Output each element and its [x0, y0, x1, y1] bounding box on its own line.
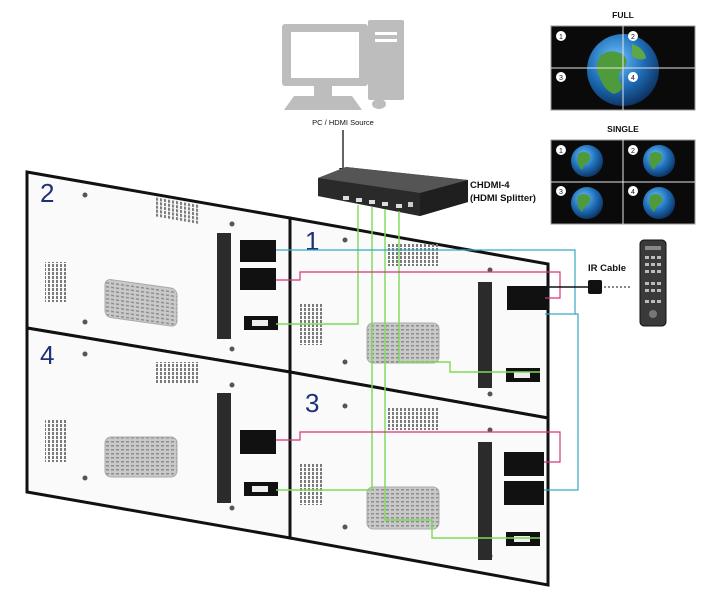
display-panel-3	[288, 370, 550, 587]
single-globe-2	[643, 145, 675, 177]
svg-text:2: 2	[631, 34, 635, 41]
ir-cable-label: IR Cable	[588, 263, 626, 274]
mode-full-label: FULL	[612, 10, 634, 20]
full-marker-3: 3	[556, 72, 566, 82]
ir-cable	[510, 280, 632, 294]
display-panel-2	[25, 170, 292, 374]
svg-text:4: 4	[631, 75, 635, 82]
hdmi-cables	[276, 205, 540, 539]
pc-source-icon	[282, 20, 404, 110]
single-globe-4	[643, 187, 675, 219]
single-marker-2: 2	[628, 145, 638, 155]
panel-4-number: 4	[40, 340, 54, 370]
mode-single-label: SINGLE	[607, 124, 639, 134]
splitter-model-label: CHDMI-4	[470, 180, 510, 191]
svg-text:3: 3	[559, 75, 563, 82]
svg-text:1: 1	[559, 148, 563, 155]
single-marker-4: 4	[628, 186, 638, 196]
full-marker-2: 2	[628, 31, 638, 41]
single-marker-3: 3	[556, 186, 566, 196]
mode-full-thumbnail: 1 2 3 4	[550, 25, 696, 111]
hdmi-splitter-device	[318, 167, 468, 216]
full-marker-1: 1	[556, 31, 566, 41]
panel-3-number: 3	[305, 388, 319, 418]
panel-2-number: 2	[40, 178, 54, 208]
single-globe-1	[571, 145, 603, 177]
mode-single-thumbnail: 1 2 3 4	[550, 139, 696, 225]
pc-source-label: PC / HDMI Source	[312, 118, 374, 127]
vga-loop-cables	[276, 271, 561, 463]
single-marker-1: 1	[556, 145, 566, 155]
splitter-type-label: (HDMI Splitter)	[470, 193, 536, 204]
full-marker-4: 4	[628, 72, 638, 82]
svg-text:2: 2	[631, 148, 635, 155]
svg-text:3: 3	[559, 189, 563, 196]
svg-text:1: 1	[559, 34, 563, 41]
panel-1-number: 1	[305, 226, 319, 256]
single-globe-3	[571, 187, 603, 219]
ir-link-cables	[276, 249, 579, 491]
remote-control-icon	[639, 239, 667, 327]
display-panel-4	[25, 326, 292, 540]
svg-text:4: 4	[631, 189, 635, 196]
